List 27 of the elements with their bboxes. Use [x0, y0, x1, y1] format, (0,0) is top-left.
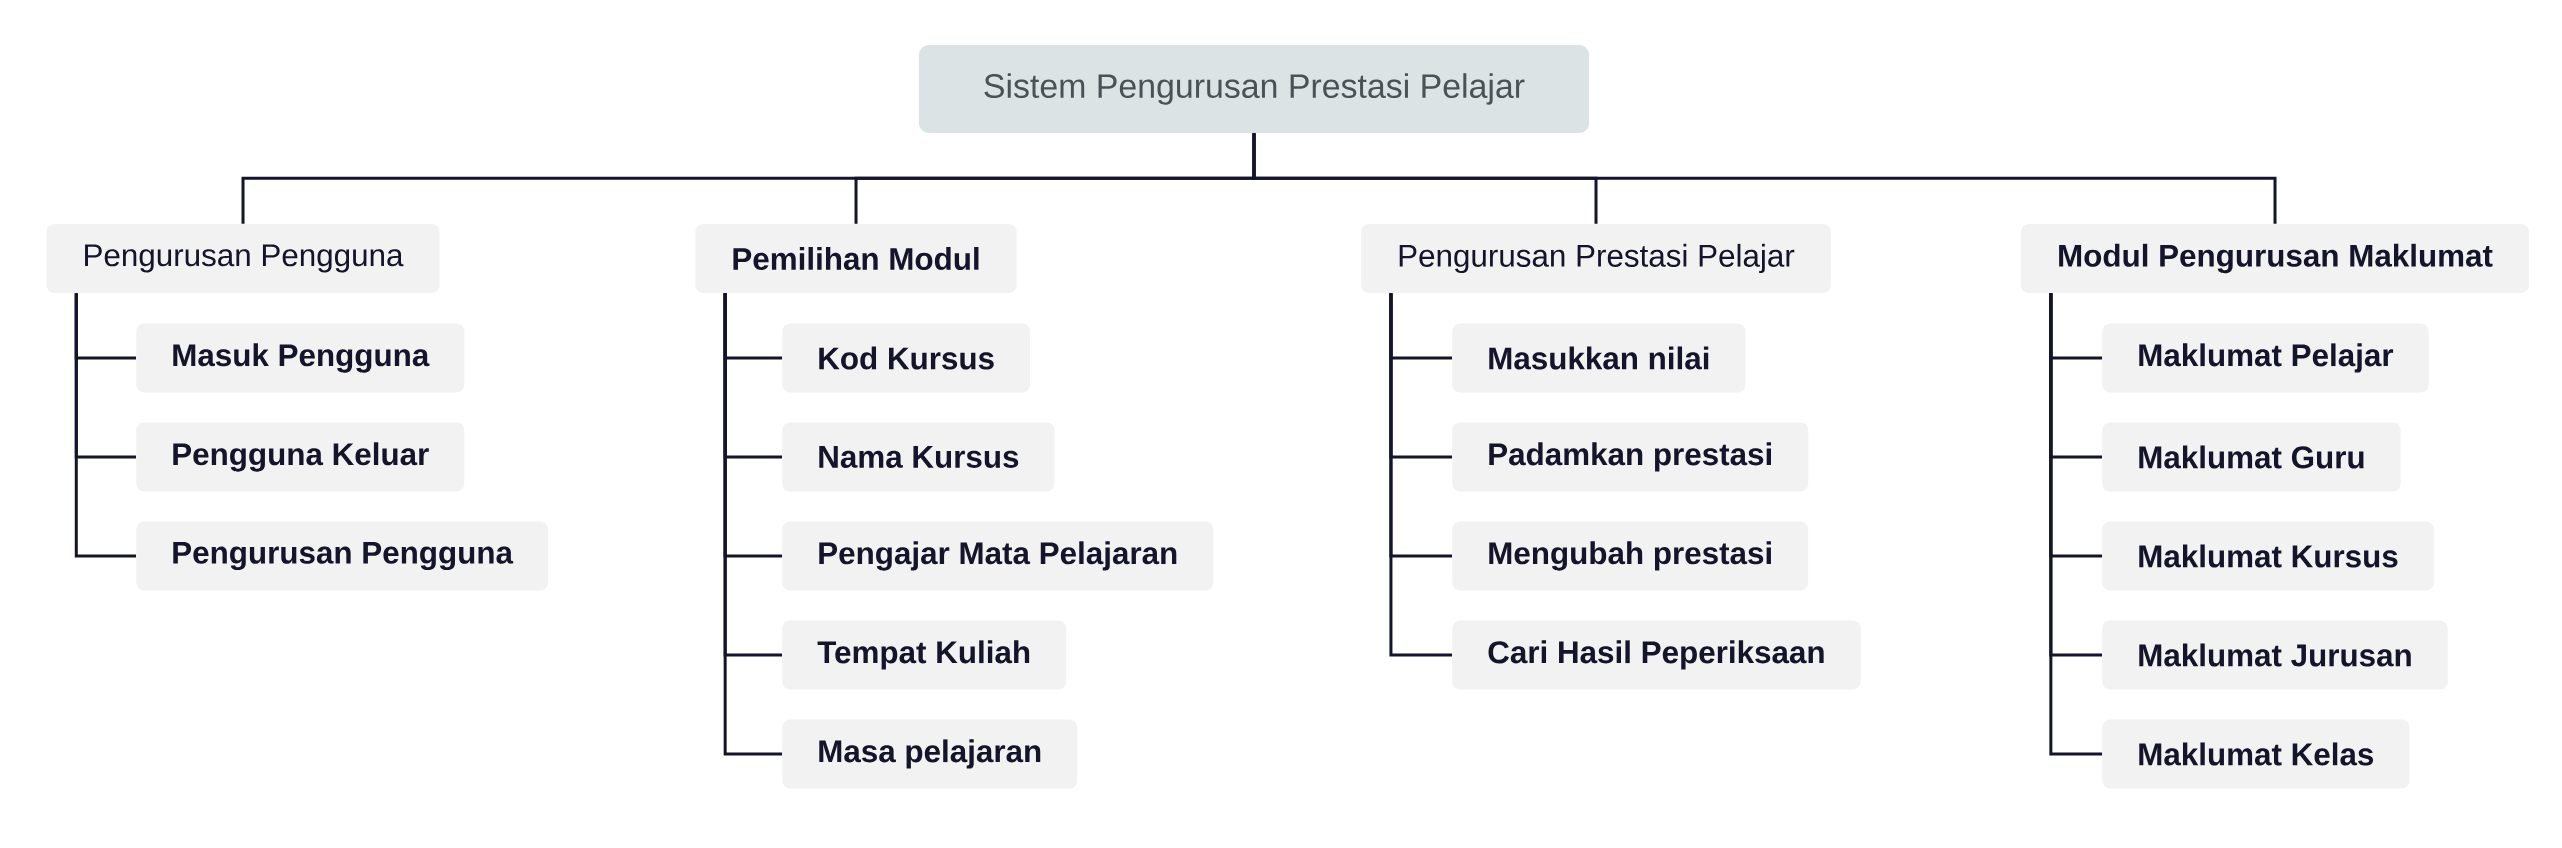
connector-line	[74, 293, 136, 558]
subtopic-box: Masukkan nilai	[1452, 323, 1746, 393]
subtopic-box: Cari Hasil Peperiksaan	[1452, 620, 1861, 690]
connector-line	[2049, 293, 2102, 756]
subtopic-box: Mengubah prestasi	[1452, 521, 1809, 591]
subtopic-box: Kod Kursus	[782, 323, 1031, 393]
subtopic-box: Pengurusan Pengguna	[136, 521, 548, 591]
subtopic-box: Masuk Pengguna	[136, 323, 465, 393]
subtopic-box: Maklumat Guru	[2102, 422, 2401, 492]
topic-box: Modul Pengurusan Maklumat	[2021, 224, 2529, 293]
connector-line	[723, 293, 782, 756]
connector-line	[1252, 133, 2277, 224]
subtopic-box: Pengguna Keluar	[136, 422, 465, 492]
subtopic-box: Maklumat Jurusan	[2102, 620, 2448, 690]
topic-box: Pemilihan Modul	[695, 224, 1017, 293]
central-topic-box: Sistem Pengurusan Prestasi Pelajar	[918, 45, 1590, 133]
subtopic-box: Nama Kursus	[782, 422, 1055, 492]
topic-box: Pengurusan Prestasi Pelajar	[1361, 224, 1831, 293]
subtopic-box: Masa pelajaran	[782, 719, 1078, 789]
subtopic-box: Tempat Kuliah	[782, 620, 1067, 690]
topic-box: Pengurusan Pengguna	[46, 224, 440, 293]
subtopic-box: Padamkan prestasi	[1452, 422, 1809, 492]
subtopic-box: Maklumat Pelajar	[2102, 323, 2429, 393]
subtopic-box: Maklumat Kelas	[2102, 719, 2410, 789]
subtopic-box: Pengajar Mata Pelajaran	[782, 521, 1214, 591]
subtopic-box: Maklumat Kursus	[2102, 521, 2434, 591]
connector-line	[1389, 293, 1452, 657]
